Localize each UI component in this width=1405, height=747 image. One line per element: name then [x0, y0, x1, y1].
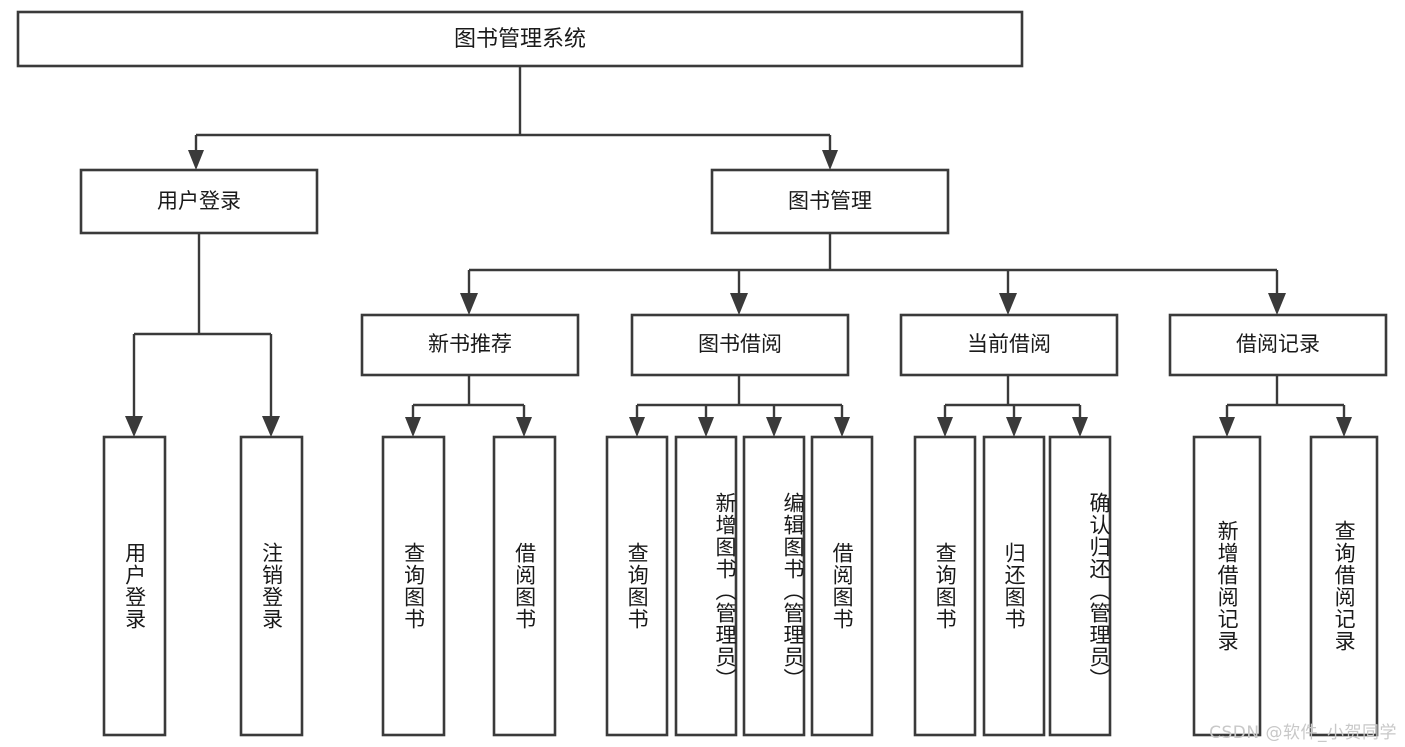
watermark-text: CSDN @软件_小贺同学: [1209, 723, 1397, 743]
arrow-head-leaf-currentborrow-2: [1072, 417, 1088, 437]
leaf-box-book-borrow-3[interactable]: [810, 435, 874, 737]
node-root-label: 图书管理系统: [454, 27, 586, 52]
node-user-login-box[interactable]: [79, 168, 319, 235]
node-book-manage-box[interactable]: [710, 168, 950, 235]
node-book-manage[interactable]: 图书管理: [710, 168, 950, 235]
node-new-book-recommend[interactable]: 新书推荐: [360, 313, 580, 377]
node-book-borrow[interactable]: 图书借阅: [630, 313, 850, 377]
leaf-box-current-borrow-1[interactable]: [982, 435, 1046, 737]
arrow-head-leaf-bookborrow-0: [629, 417, 645, 437]
node-root[interactable]: 图书管理系统: [16, 10, 1024, 68]
node-book-borrow-box[interactable]: [630, 313, 850, 377]
arrow-head-book-manage: [822, 150, 838, 170]
connector-layer: [125, 66, 1352, 437]
arrow-head-leaf-newbook-1: [516, 417, 532, 437]
leaf-box-borrow-record-1[interactable]: [1309, 435, 1379, 737]
leaf-box-user-login-0[interactable]: [102, 435, 167, 737]
arrow-head-leaf-currentborrow-0: [937, 417, 953, 437]
arrow-head-borrow-record: [1268, 293, 1286, 315]
leaf-box-current-borrow-2[interactable]: [1048, 435, 1112, 737]
leaf-box-current-borrow-0[interactable]: [913, 435, 977, 737]
node-borrow-record-label: 借阅记录: [1236, 332, 1320, 356]
node-user-login[interactable]: 用户登录: [79, 168, 319, 235]
leaf-box-book-borrow-2[interactable]: [742, 435, 806, 737]
node-new-book-recommend-box[interactable]: [360, 313, 580, 377]
node-current-borrow[interactable]: 当前借阅: [899, 313, 1119, 377]
arrow-head-new-book: [460, 293, 478, 315]
leaf-box-new-book-1[interactable]: [492, 435, 557, 737]
leaf-box-new-book-0[interactable]: [381, 435, 446, 737]
arrow-head-leaf-borrowrecord-0: [1219, 417, 1235, 437]
arrow-head-current-borrow: [999, 293, 1017, 315]
arrow-head-leaf-bookborrow-1: [698, 417, 714, 437]
arrow-head-leaf-user-login-0: [125, 416, 143, 437]
arrow-head-leaf-currentborrow-1: [1006, 417, 1022, 437]
node-user-login-label: 用户登录: [157, 189, 241, 213]
arrow-head-leaf-bookborrow-2: [766, 417, 782, 437]
leaf-box-user-login-1[interactable]: [239, 435, 304, 737]
leaf-box-book-borrow-0[interactable]: [605, 435, 669, 737]
arrow-head-leaf-newbook-0: [405, 417, 421, 437]
arrow-head-leaf-bookborrow-3: [834, 417, 850, 437]
leaf-box-borrow-record-0[interactable]: [1192, 435, 1262, 737]
arrow-head-book-borrow: [730, 293, 748, 315]
node-current-borrow-box[interactable]: [899, 313, 1119, 377]
node-book-manage-label: 图书管理: [788, 189, 872, 213]
node-borrow-record[interactable]: 借阅记录: [1168, 313, 1388, 377]
node-book-borrow-label: 图书借阅: [698, 332, 782, 356]
arrow-head-user-login: [188, 150, 204, 170]
node-borrow-record-box[interactable]: [1168, 313, 1388, 377]
node-current-borrow-label: 当前借阅: [967, 332, 1051, 356]
arrow-head-leaf-user-login-1: [262, 416, 280, 437]
node-root-box[interactable]: [16, 10, 1024, 68]
arrow-head-leaf-borrowrecord-1: [1336, 417, 1352, 437]
node-new-book-recommend-label: 新书推荐: [428, 332, 512, 356]
leaf-box-book-borrow-1[interactable]: [674, 435, 738, 737]
